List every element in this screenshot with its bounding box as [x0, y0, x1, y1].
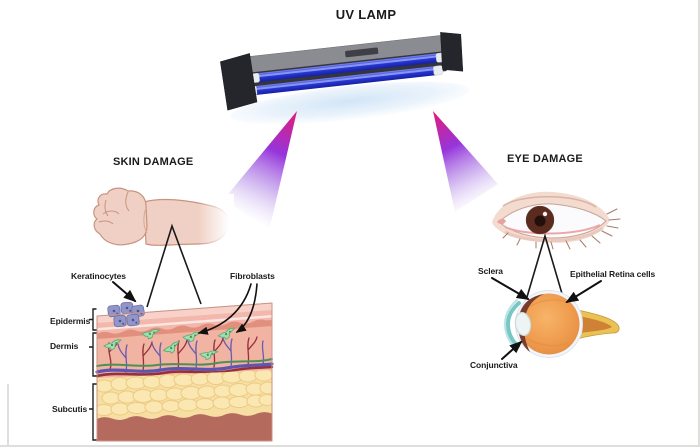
magnify-lines-skin [146, 223, 202, 308]
uv-tube-upper [249, 52, 446, 84]
layer-brackets [89, 308, 97, 441]
sclera-shade-crescent [518, 294, 544, 352]
epithelial-retina-label: Epithelial Retina cells [570, 269, 656, 279]
skin-label-arrows [112, 281, 258, 335]
uv-beam-left [224, 111, 297, 231]
uv-lamp-title: UV LAMP [335, 7, 397, 22]
bracket-epidermis [89, 308, 97, 331]
sclera-arrow [491, 277, 530, 300]
page-edge-right [698, 0, 700, 447]
page-edge-bottom [0, 445, 700, 447]
eye-illustration [492, 191, 621, 250]
fibroblasts-label: Fibroblasts [230, 271, 275, 281]
eye-label-arrows [491, 277, 602, 360]
sclera-label: Sclera [478, 266, 503, 276]
fibroblasts-arrow-left [197, 283, 252, 335]
conjunctiva-label: Conjunctiva [470, 360, 518, 370]
subcutis-label: Subcutis [52, 404, 88, 414]
uv-beam-right [433, 111, 498, 212]
bracket-dermis [89, 332, 97, 377]
muscle-layer [97, 412, 272, 441]
eyelashes [502, 208, 621, 250]
dermis-branch-vessels [107, 336, 265, 373]
keratinocytes-arrow [112, 281, 137, 303]
conjunctiva-arrow [501, 340, 523, 360]
bracket-subcutis [89, 383, 97, 441]
page-edge-left-lower [7, 384, 9, 447]
eye-pupil [534, 215, 546, 227]
skin-box-outline [96, 302, 273, 442]
arm-illustration [93, 187, 234, 250]
skin-cross-section [95, 301, 274, 442]
uv-lamp-illustration [220, 32, 464, 111]
skin-damage-title: SKIN DAMAGE [113, 156, 194, 168]
lamp-right-cap [440, 32, 464, 72]
eyeball-globe [518, 293, 580, 355]
dermis-label: Dermis [50, 341, 79, 351]
eye-highlight [542, 211, 548, 217]
magnify-lines-eye [526, 233, 564, 298]
lamp-glow [230, 81, 470, 125]
epidermis-basal-band [97, 319, 272, 340]
epidermis-label: Epidermis [50, 316, 91, 326]
epithelial-retina-arrow [565, 280, 602, 304]
keratinocytes-label: Keratinocytes [71, 271, 126, 281]
eye-inner-corner [497, 218, 506, 225]
eyeball-illustration [503, 290, 620, 358]
lamp-handle-slot [345, 47, 379, 58]
eye-damage-title: EYE DAMAGE [507, 153, 583, 165]
lamp-left-cap [220, 53, 258, 111]
dermis-vessel-bundle [95, 358, 274, 378]
eye-lens [514, 311, 532, 337]
fibroblasts-arrow-right [235, 283, 258, 333]
fat-lobules [97, 370, 272, 416]
